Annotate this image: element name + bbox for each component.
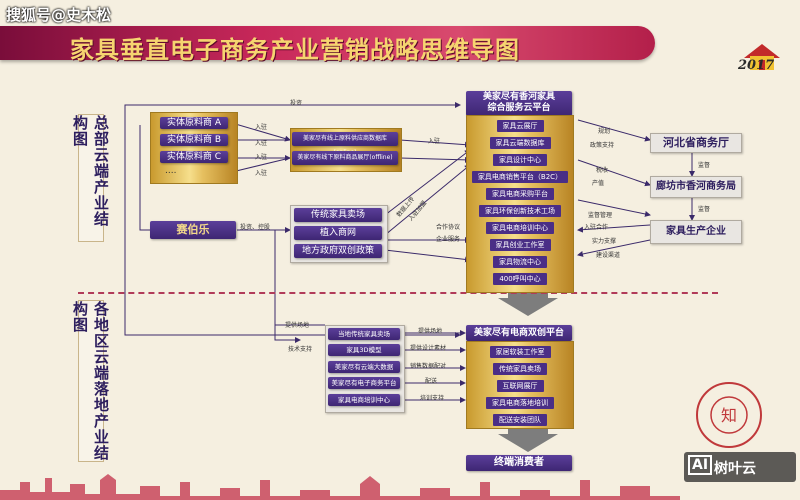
br-item-4: 配送安装团队 (467, 412, 573, 428)
mid-gov-policy: 地方政府双创政策 (294, 244, 382, 258)
main-item-4: 家具电商采购平台 (467, 186, 573, 202)
label-in-4: 入驻 (255, 170, 268, 177)
br-item-2: 互联网展厅 (467, 378, 573, 394)
bl-item-1: 家具3D模型 (328, 344, 400, 356)
bl-item-4: 家具电商培训中心 (328, 394, 400, 406)
supplier-c: 实体原料商 C (160, 151, 228, 163)
label-invest: 投资 (290, 100, 303, 107)
br-item-0: 家居软装工作室 (467, 344, 573, 360)
label-invest-control: 投资、控股 (240, 224, 271, 231)
label-output: 产值 (592, 180, 605, 187)
main-title-line1: 美家尽有香河家具 (482, 92, 555, 102)
bl-item-2: 美家尽有云端大数据 (328, 361, 400, 373)
stamp-seal-icon: 知 (696, 382, 762, 448)
page-title: 家具垂直电子商务产业营销战略思维导图 (70, 36, 520, 64)
bl-item-0: 当地传统家具卖场 (328, 328, 400, 340)
watermark-text: 搜狐号@史木松 (6, 6, 112, 24)
label-supervise-2: 监督 (698, 206, 711, 213)
label-tax: 税收 (596, 167, 609, 174)
label-cooperation: 合作协议 (436, 224, 461, 231)
label-sales-data: 销售数据配对 (410, 363, 447, 370)
main-item-5: 家具环保创新技术工场 (467, 203, 573, 219)
label-provide-scene: 提供场地 (418, 328, 443, 335)
mid-business-net: 植入商网 (294, 226, 382, 240)
label-in-3: 入驻 (255, 154, 268, 161)
enterprise-box: 家具生产企业 (650, 220, 742, 244)
main-platform-title: 美家尽有香河家具 综合服务云平台 (466, 91, 572, 116)
corner-logo (684, 452, 796, 482)
main-item-6: 家具电商培训中心 (467, 220, 573, 236)
label-real-support: 实力支撑 (592, 238, 617, 245)
main-item-3: 家具电商销售平台（B2C） (467, 169, 573, 185)
label-in-2: 入驻 (255, 140, 268, 147)
saibole-box: 赛伯乐 (150, 221, 236, 239)
year-label: 2017 (738, 58, 775, 73)
mid-traditional-store: 传统家具卖场 (294, 208, 382, 222)
label-supervise-mgmt: 监督管理 (588, 212, 613, 219)
br-item-1: 传统家具卖场 (467, 361, 573, 377)
title-banner (0, 26, 655, 60)
svg-text:知: 知 (721, 406, 737, 425)
label-supervise-1: 监督 (698, 162, 711, 169)
label-provide-materials: 提供场地 (285, 322, 310, 329)
br-list: 家居软装工作室 传统家具卖场 互联网展厅 家具电商落地培训 配送安装团队 (466, 341, 574, 429)
label-market-channel: 建设渠道 (596, 252, 621, 259)
br-item-3: 家具电商落地培训 (467, 395, 573, 411)
online-database: 美家尽有线上原料供应商数据库(online) (292, 132, 398, 156)
main-item-7: 家具创业工作室 (467, 237, 573, 253)
main-item-2: 家具设计中心 (467, 152, 573, 168)
main-title-line2: 综合服务云平台 (487, 103, 551, 113)
label-in-main: 入驻 (428, 138, 441, 145)
corner-brand-name: 树叶云 (714, 461, 756, 477)
label-in-1: 入驻 (255, 124, 268, 131)
city-bureau: 廊坊市香河商务局 (650, 176, 742, 198)
bl-item-3: 美家尽有电子商务平台 (328, 377, 400, 389)
label-provide-design: 提供设计素材 (410, 345, 447, 352)
main-item-8: 家具物流中心 (467, 254, 573, 270)
ai-badge: AI (688, 455, 713, 475)
offline-showroom: 美家尽有线下原料商品展厅(offline) (292, 151, 398, 165)
main-item-9: 400呼叫中心 (467, 271, 573, 287)
city-skyline-decoration (0, 474, 680, 500)
label-training: 培训支持 (420, 395, 445, 402)
house-logo-icon (744, 44, 780, 70)
br-title: 美家尽有电商双创平台 (466, 325, 572, 341)
supplier-more: .... (165, 166, 177, 176)
supplier-b: 实体原料商 B (160, 134, 228, 146)
label-tech-support: 技术支持 (288, 346, 313, 353)
label-enterprise-service: 企业服务 (436, 236, 461, 243)
main-platform-list: 家具云展厅 家具云端数据库 家具设计中心 家具电商销售平台（B2C） 家具电商采… (466, 115, 574, 293)
label-policy-support: 政策支持 (590, 142, 615, 149)
end-consumer: 终端消费者 (466, 455, 572, 471)
label-delivery: 配送 (425, 378, 438, 385)
supplier-a: 实体原料商 A (160, 117, 228, 129)
label-in-cooperation: 入驻合作 (584, 224, 609, 231)
main-item-0: 家具云展厅 (467, 118, 573, 134)
label-plan: 规划 (598, 128, 611, 135)
province-bureau: 河北省商务厅 (650, 133, 742, 153)
main-item-1: 家具云端数据库 (467, 135, 573, 151)
section-divider (78, 292, 718, 294)
